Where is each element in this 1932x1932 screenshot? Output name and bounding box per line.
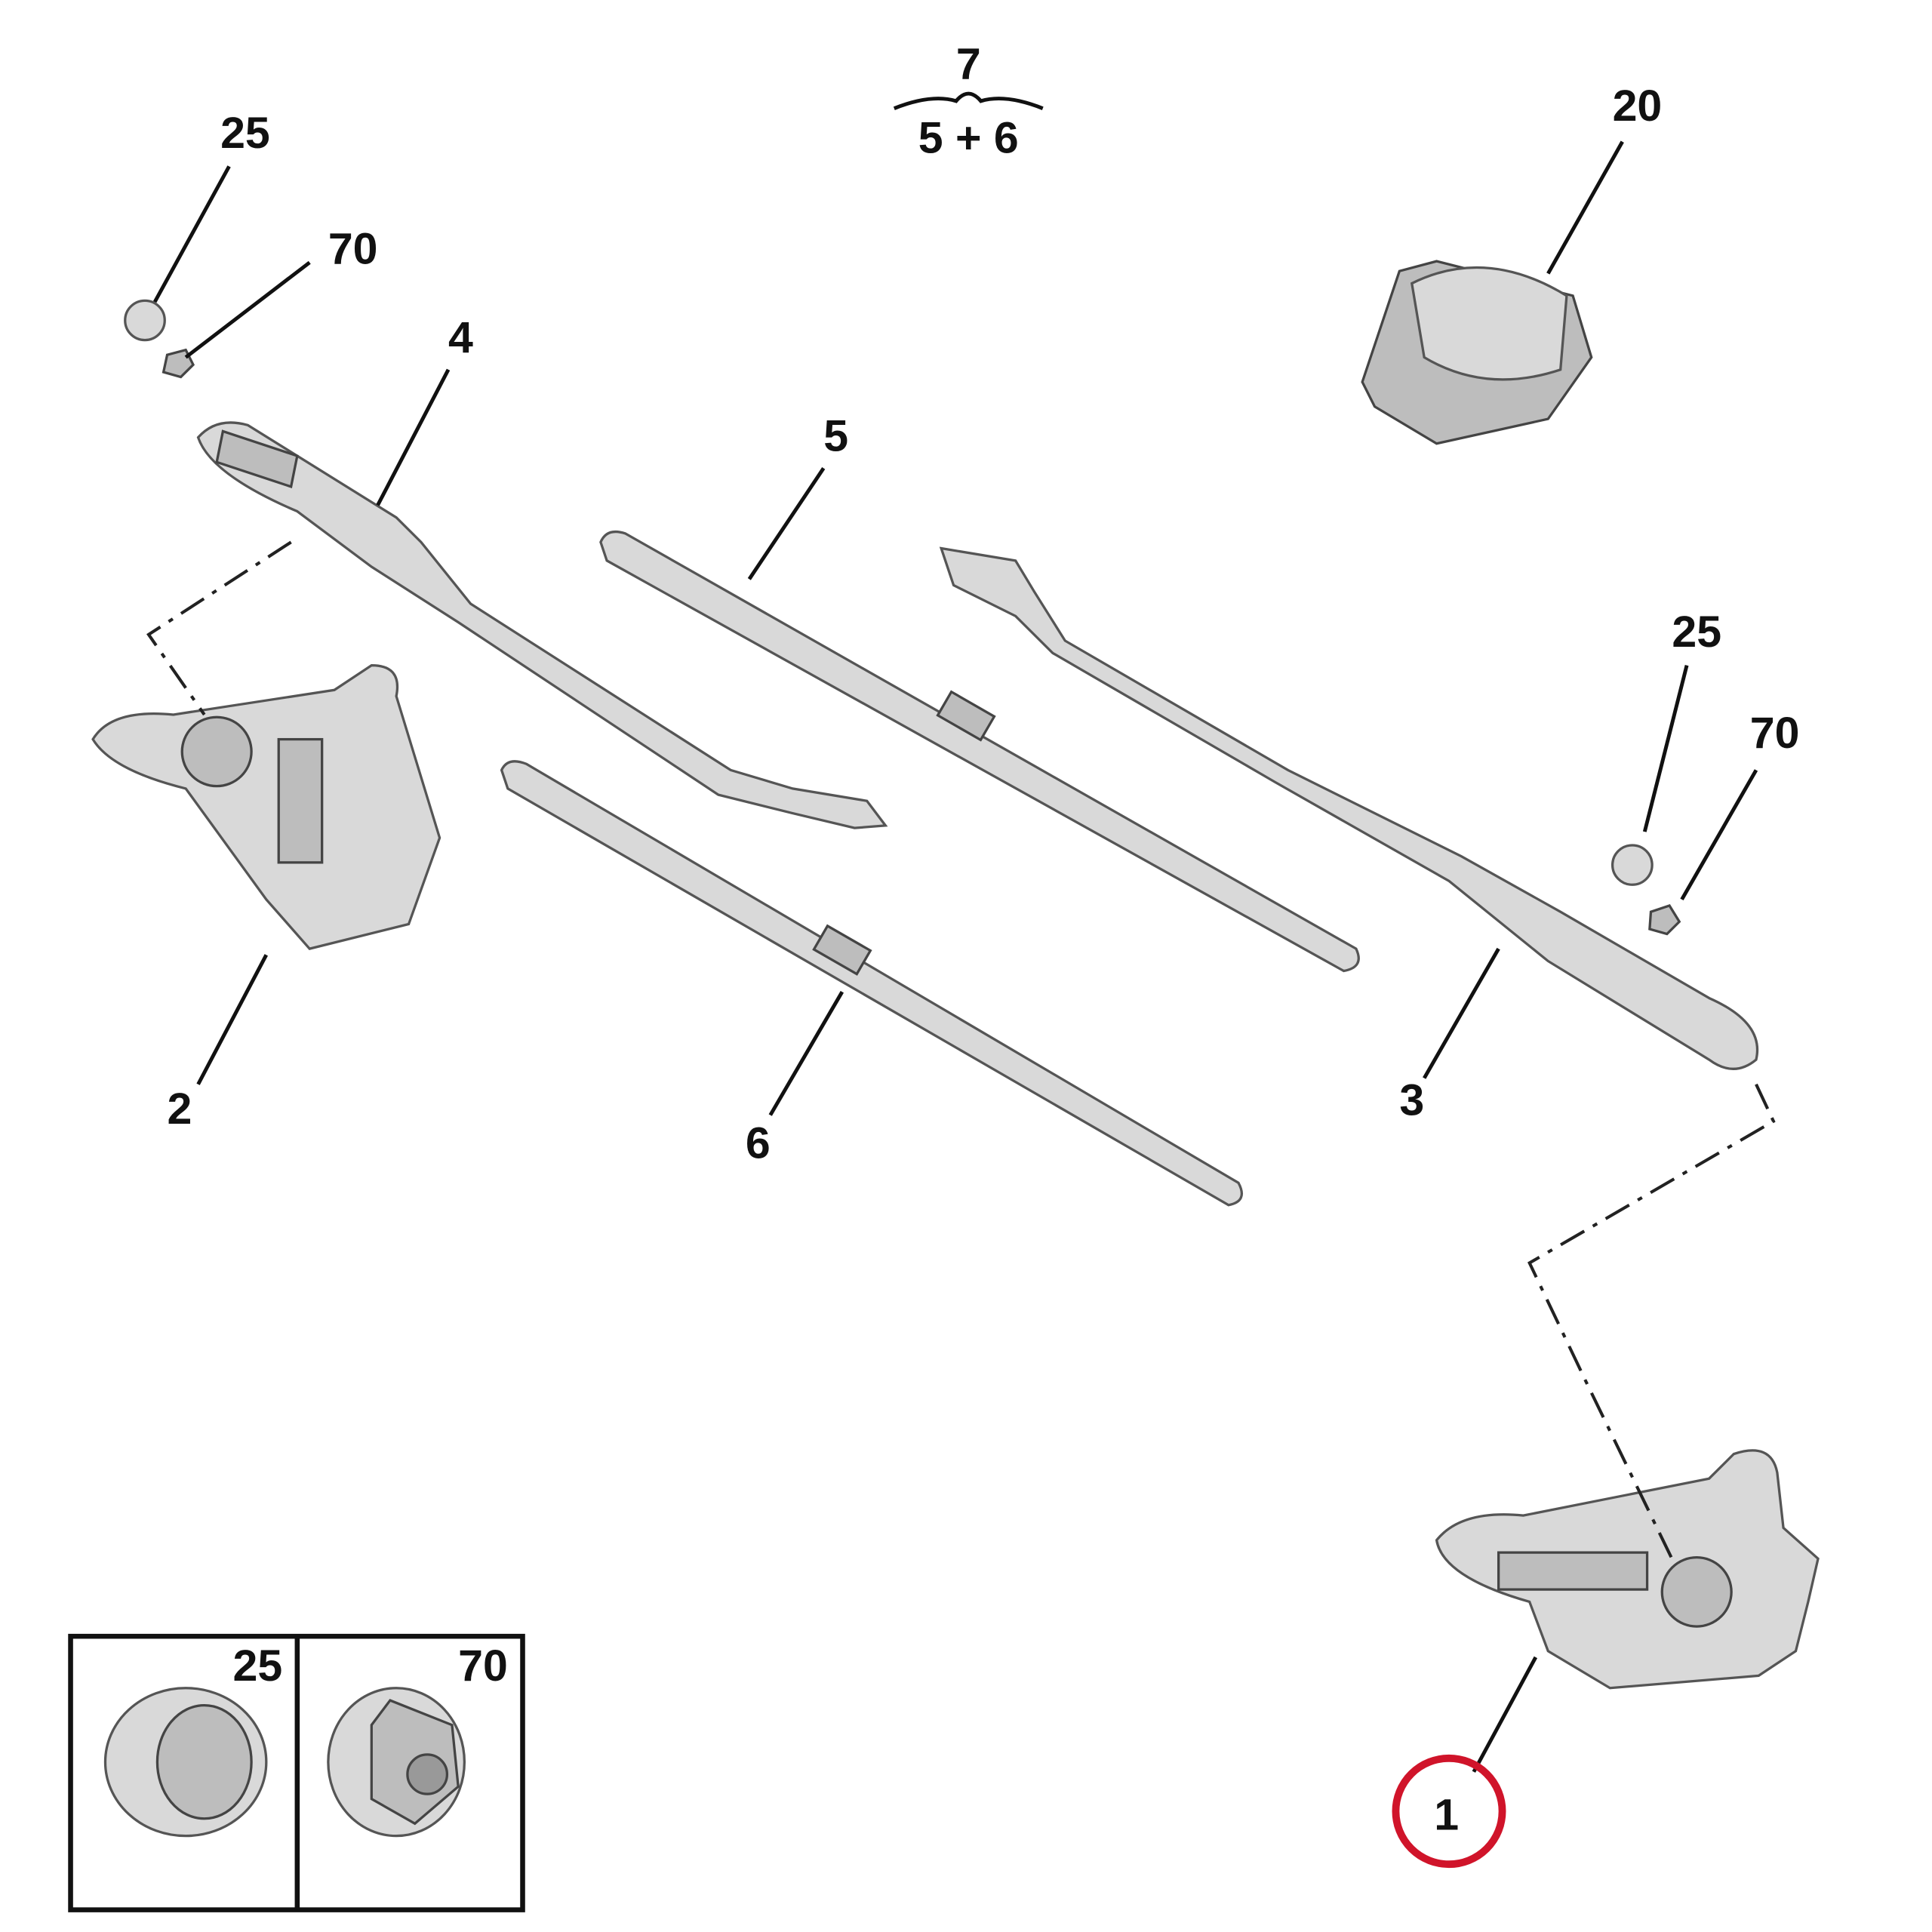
leader-5 bbox=[747, 467, 826, 580]
leader-70-left bbox=[184, 260, 311, 359]
part-6-wiper-blade[interactable] bbox=[500, 760, 1243, 1207]
callout-20: 20 bbox=[1613, 82, 1663, 131]
leader-1 bbox=[1472, 1656, 1538, 1773]
part-5-wiper-blade[interactable] bbox=[599, 530, 1360, 973]
leader-25-right bbox=[1642, 665, 1689, 832]
callout-1: 1 bbox=[1434, 1791, 1459, 1840]
kit-group-label: 7 5 + 6 bbox=[893, 40, 1044, 163]
callout-4: 4 bbox=[448, 313, 473, 362]
callout-2: 2 bbox=[168, 1084, 192, 1134]
detail-nut-70 bbox=[327, 1687, 466, 1838]
part-25-cap-right[interactable] bbox=[1611, 844, 1654, 886]
leader-2 bbox=[196, 954, 269, 1085]
leader-25-left bbox=[152, 165, 231, 303]
part-70-nut-right[interactable] bbox=[1648, 904, 1681, 936]
leader-20 bbox=[1546, 140, 1624, 275]
part-1-wiper-motor-linkage[interactable] bbox=[1435, 1449, 1820, 1690]
leader-4 bbox=[376, 368, 451, 506]
part-2-wiper-linkage-left[interactable] bbox=[91, 663, 441, 950]
callout-5: 5 bbox=[823, 412, 848, 461]
kit-components: 5 + 6 bbox=[918, 114, 1019, 163]
detail-cap-25 bbox=[103, 1687, 268, 1838]
part-4-wiper-arm-left[interactable] bbox=[196, 421, 888, 829]
detail-label-70: 70 bbox=[458, 1641, 508, 1690]
detail-label-25: 25 bbox=[232, 1641, 282, 1690]
leader-70-right bbox=[1680, 769, 1758, 901]
callout-3: 3 bbox=[1399, 1076, 1424, 1125]
callout-25-left: 25 bbox=[220, 109, 270, 158]
assembly-line-right bbox=[1527, 1083, 1776, 1560]
fastener-detail-box: 25 70 bbox=[68, 1633, 525, 1912]
leader-6 bbox=[768, 991, 844, 1116]
part-25-cap-left[interactable] bbox=[124, 299, 166, 342]
assembly-line-left bbox=[146, 540, 292, 716]
callout-25-right: 25 bbox=[1672, 608, 1721, 657]
kit-number: 7 bbox=[956, 40, 981, 89]
part-20-rain-sensor[interactable] bbox=[1361, 260, 1593, 445]
callout-70-right: 70 bbox=[1750, 709, 1800, 758]
brace bbox=[893, 91, 1044, 110]
callout-70-left: 70 bbox=[328, 225, 378, 274]
highlight-circle bbox=[1392, 1754, 1506, 1869]
callout-6: 6 bbox=[746, 1119, 771, 1168]
leader-3 bbox=[1423, 947, 1500, 1079]
part-3-wiper-arm-right[interactable] bbox=[939, 546, 1759, 1070]
